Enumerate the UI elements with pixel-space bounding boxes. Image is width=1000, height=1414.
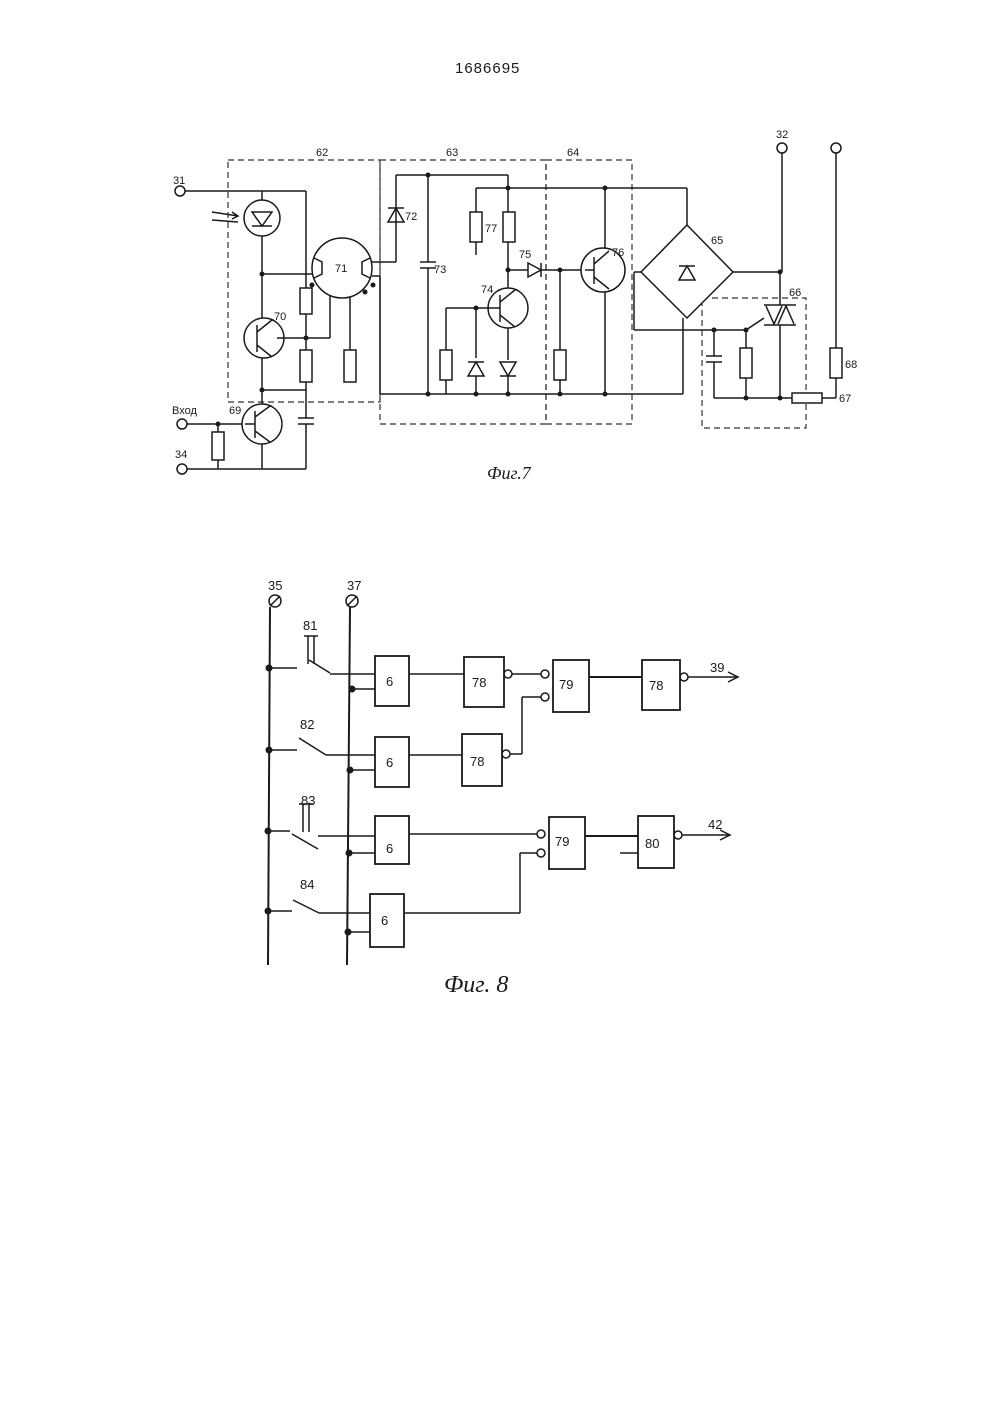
label-81: 81 bbox=[303, 618, 317, 633]
label-37: 37 bbox=[347, 578, 361, 593]
label-84: 84 bbox=[300, 877, 314, 892]
label-block-78-1: 78 bbox=[472, 675, 486, 690]
label-block-6-2: 6 bbox=[386, 755, 393, 770]
label-block-80: 80 bbox=[645, 836, 659, 851]
label-block-79-1: 79 bbox=[559, 677, 573, 692]
label-block-78-2: 78 bbox=[470, 754, 484, 769]
block-6-row3 bbox=[375, 816, 409, 864]
label-output-42: 42 bbox=[708, 817, 722, 832]
label-output-39: 39 bbox=[710, 660, 724, 675]
figure-7-caption: Фиг.7 bbox=[487, 463, 531, 484]
label-block-78-3: 78 bbox=[649, 678, 663, 693]
label-block-6-1: 6 bbox=[386, 674, 393, 689]
label-83: 83 bbox=[301, 793, 315, 808]
label-block-79-2: 79 bbox=[555, 834, 569, 849]
label-35: 35 bbox=[268, 578, 282, 593]
label-82: 82 bbox=[300, 717, 314, 732]
label-block-6-4: 6 bbox=[381, 913, 388, 928]
figure-8-caption: Фиг. 8 bbox=[444, 972, 508, 999]
label-block-6-3: 6 bbox=[386, 841, 393, 856]
